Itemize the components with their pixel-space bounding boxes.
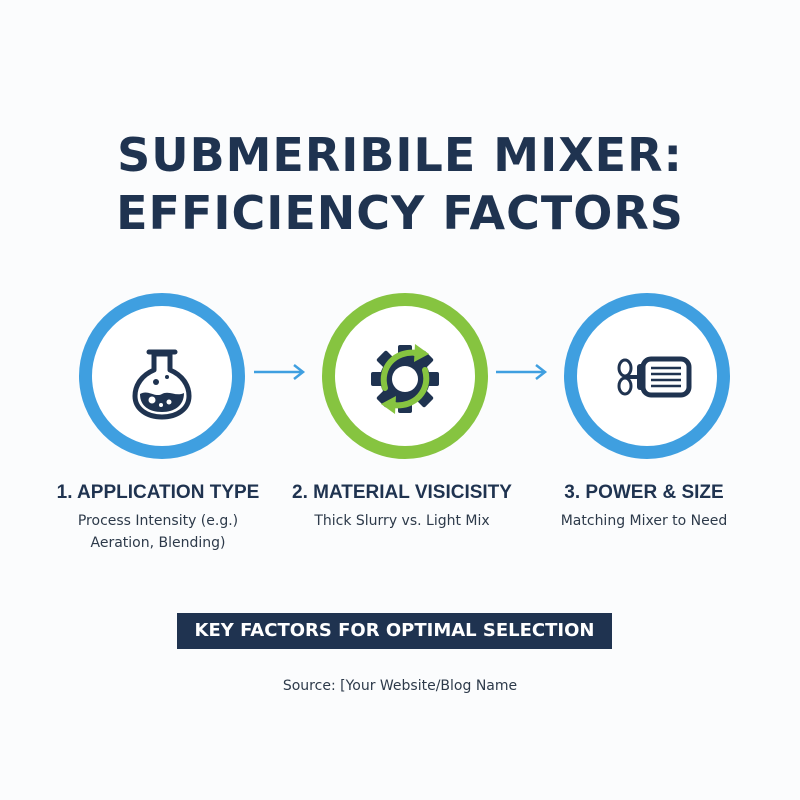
- title-line-1: SUBMERIBILE MIXER:: [117, 128, 683, 182]
- step-1-title: 1. APPLICATION TYPE: [56, 482, 260, 503]
- step-2-title: 2. MATERIAL VISICISITY: [292, 482, 512, 503]
- step-2-description: Thick Slurry vs. Light Mix: [272, 510, 532, 532]
- gear-cycle-icon: [371, 344, 439, 414]
- arrow-right-icon: [496, 364, 548, 380]
- step-1-desc-line-2: Aeration, Blending): [90, 535, 226, 551]
- step-3-circle: [564, 293, 730, 459]
- step-1-circle: [79, 293, 245, 459]
- page-title: SUBMERIBILE MIXER: EFFICIENCY FACTORS: [0, 126, 800, 242]
- title-line-2: EFFICIENCY FACTORS: [116, 186, 684, 240]
- step-3-desc-line-1: Matching Mixer to Need: [560, 513, 728, 529]
- step-2-desc-line-1: Thick Slurry vs. Light Mix: [314, 513, 490, 529]
- motor-icon: [617, 356, 692, 398]
- step-1-description: Process Intensity (e.g.) Aeration, Blend…: [28, 510, 288, 554]
- key-factors-banner: KEY FACTORS FOR OPTIMAL SELECTION: [177, 613, 612, 649]
- source-credit: Source: [Your Website/Blog Name: [282, 678, 518, 694]
- step-2-circle: [322, 293, 488, 459]
- arrow-right-icon: [254, 364, 306, 380]
- step-1-desc-line-1: Process Intensity (e.g.): [77, 513, 239, 529]
- step-3-title: 3. POWER & SIZE: [564, 482, 724, 503]
- flask-icon: [132, 349, 192, 420]
- step-3-description: Matching Mixer to Need: [514, 510, 774, 532]
